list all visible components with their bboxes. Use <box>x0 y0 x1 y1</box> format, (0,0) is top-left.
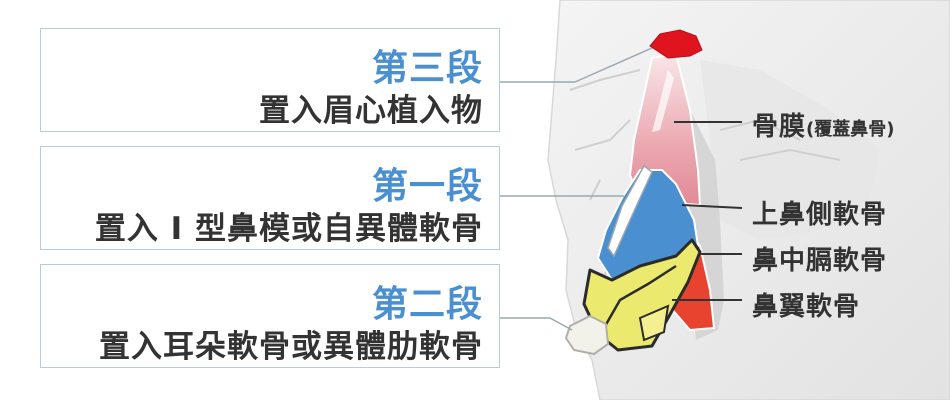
stage-2-title: 第二段 <box>371 284 483 325</box>
leader-line-upper-lateral <box>681 204 743 209</box>
leader-line-stage-2-diag <box>549 317 573 331</box>
glabella-implant-shape <box>649 29 703 59</box>
stage-3-title: 第三段 <box>371 48 483 89</box>
ear-cartilage-graft-shape <box>564 314 610 356</box>
periosteum-label-sub: (覆蓋鼻骨) <box>806 119 895 140</box>
stage-2-box: 第二段 置入耳朵軟骨或異體肋軟骨 <box>40 264 500 368</box>
stage-1-description: 置入 I 型鼻模或自異體軟骨 <box>94 211 483 247</box>
periosteum-label: 骨膜(覆蓋鼻骨) <box>752 106 894 143</box>
skull-suture-lines <box>569 69 841 301</box>
alar-cartilage-label: 鼻翼軟骨 <box>752 292 861 322</box>
septum-cartilage-label: 鼻中膈軟骨 <box>752 246 888 276</box>
stage-3-description: 置入眉心植入物 <box>259 93 483 129</box>
upper-lateral-cartilage-label: 上鼻側軟骨 <box>752 200 888 230</box>
alar-tip-fill <box>638 304 670 342</box>
upper-implant-sliver <box>652 70 674 132</box>
stage-1-box: 第一段 置入 I 型鼻模或自異體軟骨 <box>40 146 500 250</box>
first-stage-implant-shape <box>607 164 653 258</box>
leader-line-stage-3-diag <box>574 47 653 83</box>
stage-1-title: 第一段 <box>371 166 483 207</box>
alar-inner-line <box>602 264 677 329</box>
stage-3-box: 第三段 置入眉心植入物 <box>40 28 500 132</box>
periosteum-label-main: 骨膜 <box>752 112 807 142</box>
stage-2-description: 置入耳朵軟骨或異體肋軟骨 <box>99 329 483 365</box>
